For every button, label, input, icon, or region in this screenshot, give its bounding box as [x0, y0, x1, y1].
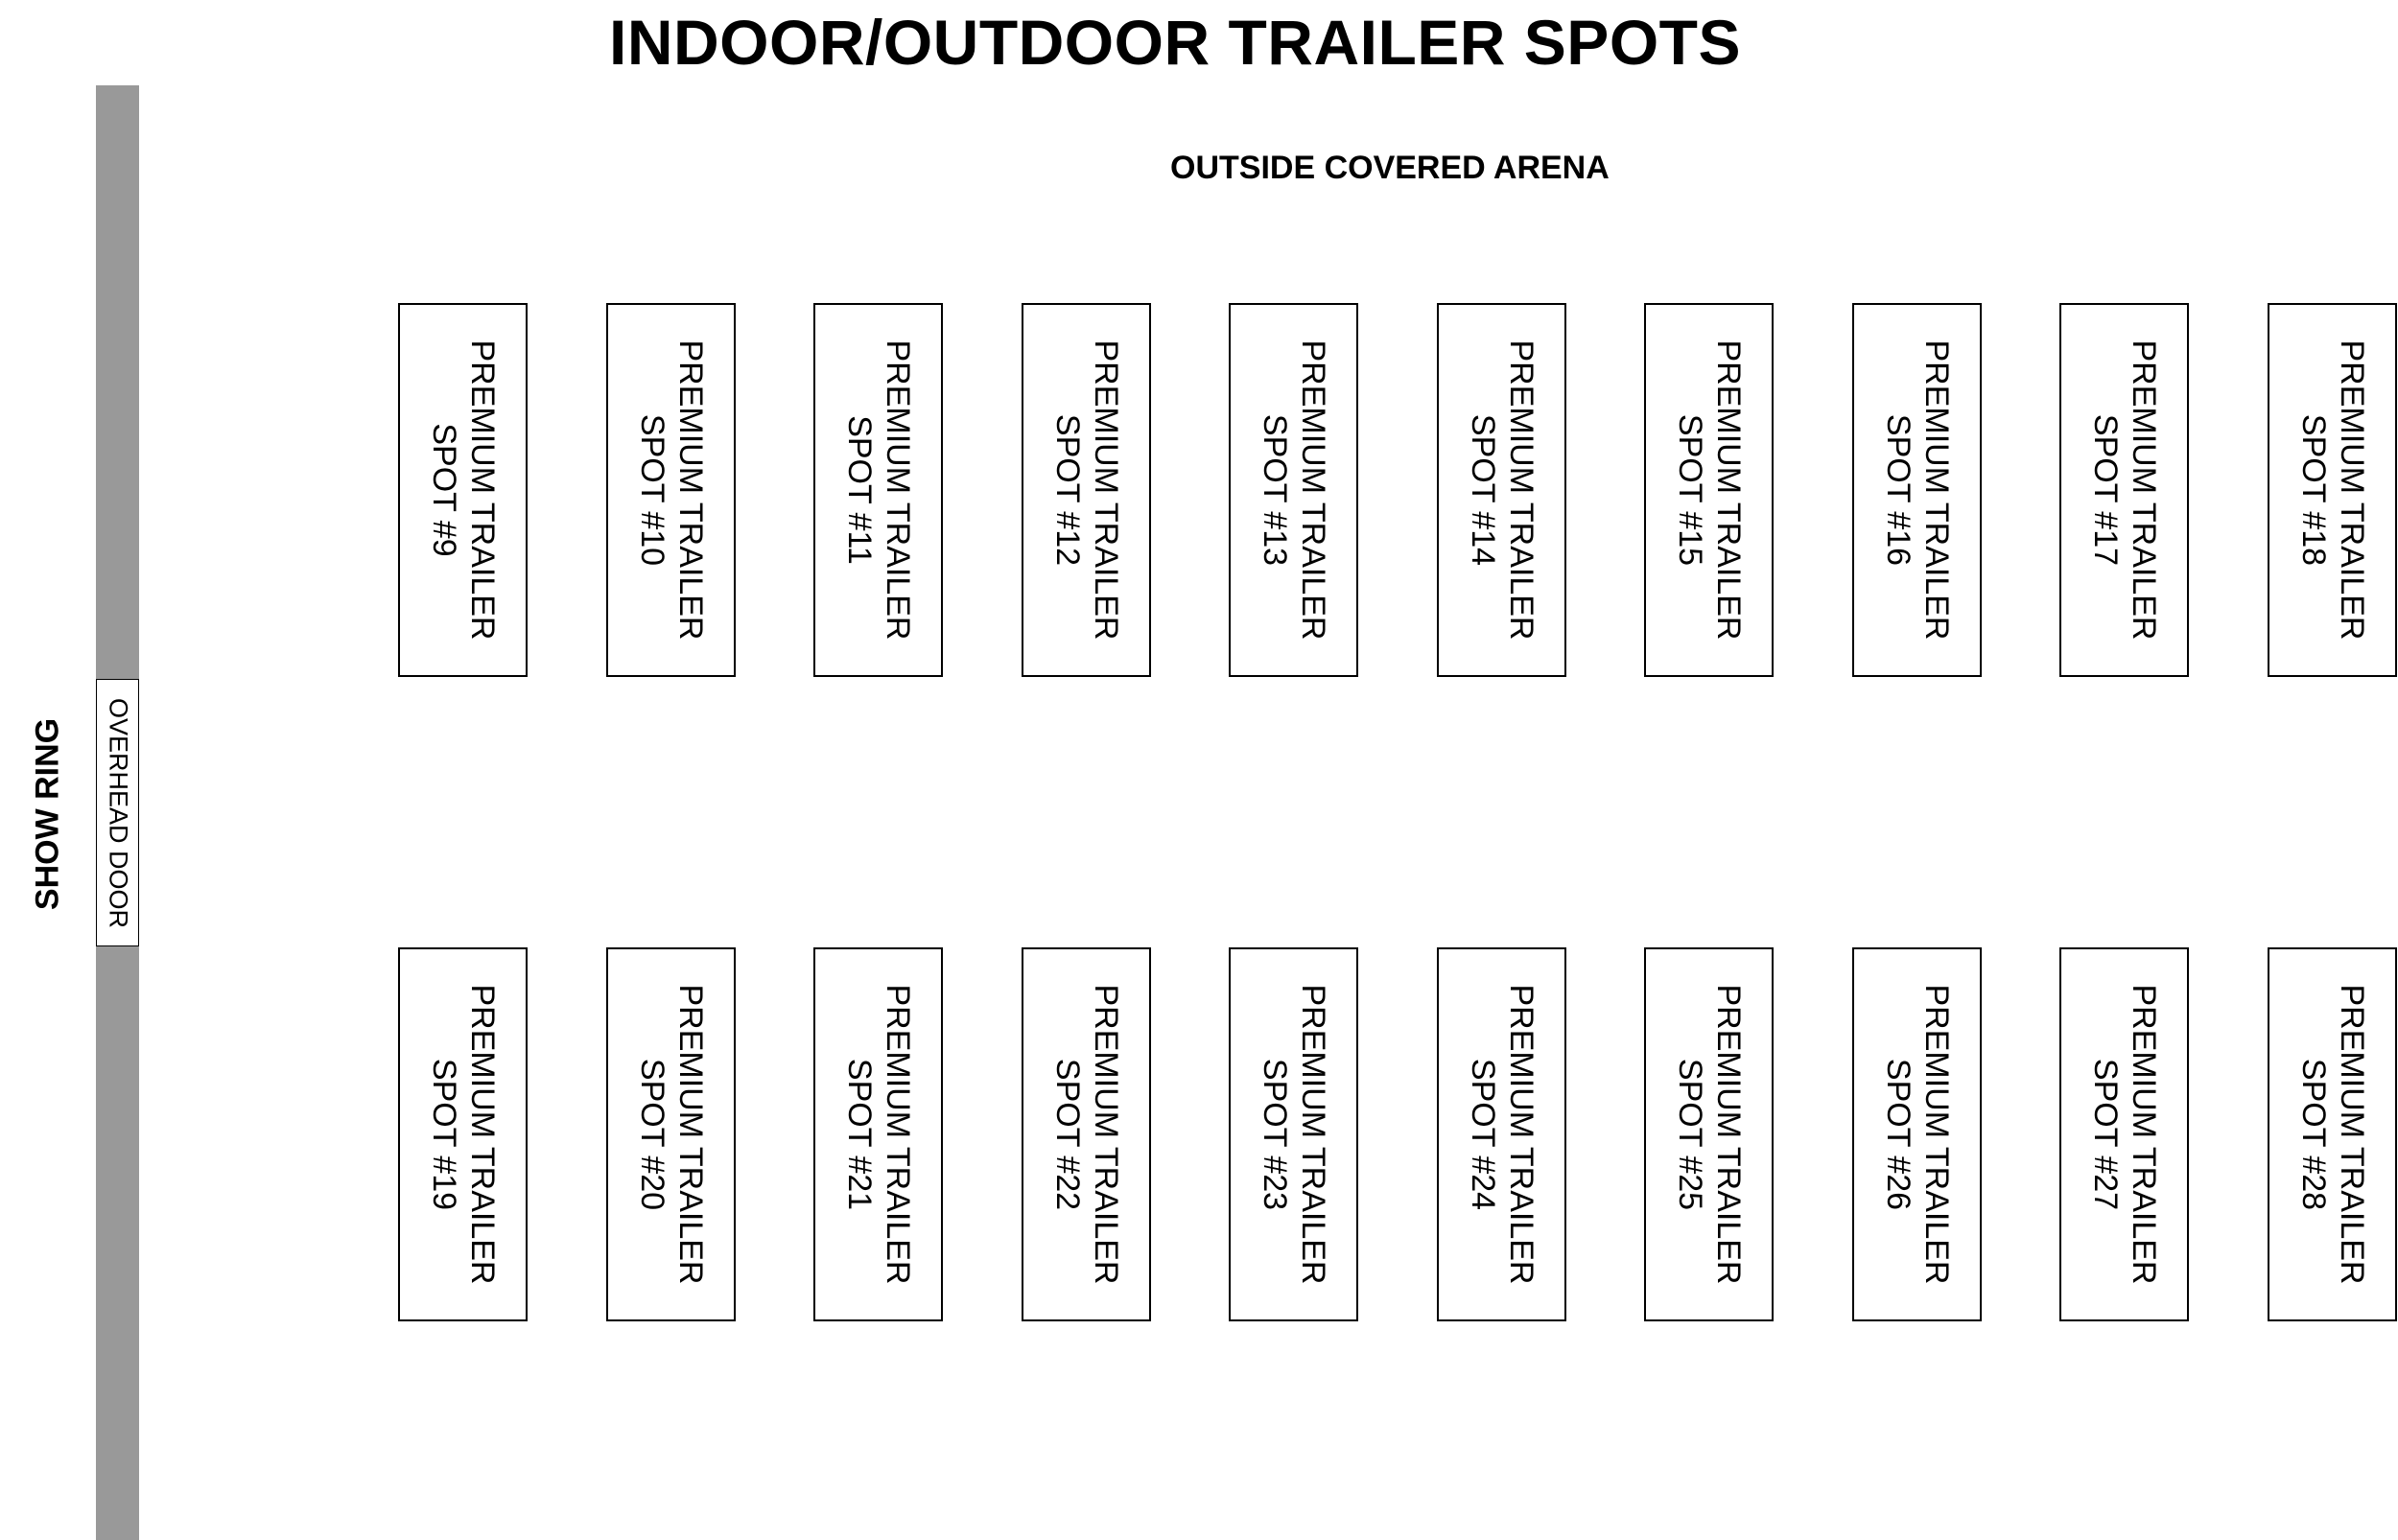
spot-type-text: PREMIUM TRAILER — [1502, 984, 1540, 1285]
spot-number-text: SPOT #25 — [1671, 1058, 1708, 1211]
spot-number-text: SPOT #18 — [2294, 413, 2332, 567]
spot-type-text: PREMIUM TRAILER — [879, 984, 916, 1285]
spot-number-text: SPOT #13 — [1256, 413, 1293, 567]
spot-type-text: PREMIUM TRAILER — [463, 984, 501, 1285]
spot-number-text: SPOT #22 — [1048, 1058, 1086, 1211]
spot-number-text: SPOT #26 — [1879, 1058, 1916, 1211]
overhead-door: OVERHEAD DOOR — [96, 679, 139, 946]
spot-number-text: SPOT #10 — [633, 413, 670, 567]
page-title: INDOOR/OUTDOOR TRAILER SPOTS — [608, 7, 1742, 78]
arena-label: OUTSIDE COVERED ARENA — [1170, 150, 1610, 186]
spot-number-text: SPOT #17 — [2086, 413, 2124, 567]
wall-top-segment — [96, 85, 139, 679]
spot-number-text: SPOT #9 — [425, 423, 462, 557]
spot-type-text: PREMIUM TRAILER — [1502, 339, 1540, 641]
spot-type-text: PREMIUM TRAILER — [1917, 984, 1955, 1285]
spot-type-text: PREMIUM TRAILER — [671, 984, 709, 1285]
overhead-door-label: OVERHEAD DOOR — [104, 697, 133, 929]
spot-type-text: PREMIUM TRAILER — [1294, 339, 1331, 641]
spot-number-text: SPOT #27 — [2086, 1058, 2124, 1211]
spot-type-text: PREMIUM TRAILER — [879, 339, 916, 641]
spot-number-text: SPOT #14 — [1464, 413, 1501, 567]
spot-number-text: SPOT #15 — [1671, 413, 1708, 567]
spot-type-text: PREMIUM TRAILER — [1087, 339, 1124, 641]
spot-type-text: PREMIUM TRAILER — [2125, 339, 2162, 641]
spot-type-text: PREMIUM TRAILER — [1294, 984, 1331, 1285]
spot-type-text: PREMIUM TRAILER — [463, 339, 501, 641]
spot-number-text: SPOT #11 — [840, 415, 878, 565]
spot-type-text: PREMIUM TRAILER — [2333, 339, 2370, 641]
spot-number-text: SPOT #23 — [1256, 1058, 1293, 1211]
spot-number-text: SPOT #16 — [1879, 413, 1916, 567]
spot-number-text: SPOT #28 — [2294, 1058, 2332, 1211]
wall-bottom-segment — [96, 946, 139, 1540]
spot-type-text: PREMIUM TRAILER — [2125, 984, 2162, 1285]
spot-number-text: SPOT #20 — [633, 1058, 670, 1211]
spot-type-text: PREMIUM TRAILER — [1709, 984, 1747, 1285]
spot-type-text: PREMIUM TRAILER — [1709, 339, 1747, 641]
spot-number-text: SPOT #21 — [840, 1058, 878, 1211]
spot-type-text: PREMIUM TRAILER — [2333, 984, 2370, 1285]
spot-type-text: PREMIUM TRAILER — [1087, 984, 1124, 1285]
spot-number-text: SPOT #24 — [1464, 1058, 1501, 1211]
spot-number-text: SPOT #19 — [425, 1058, 462, 1211]
spot-type-text: PREMIUM TRAILER — [671, 339, 709, 641]
spot-number-text: SPOT #12 — [1048, 413, 1086, 567]
show-ring-label: SHOW RING — [29, 717, 66, 911]
spot-type-text: PREMIUM TRAILER — [1917, 339, 1955, 641]
